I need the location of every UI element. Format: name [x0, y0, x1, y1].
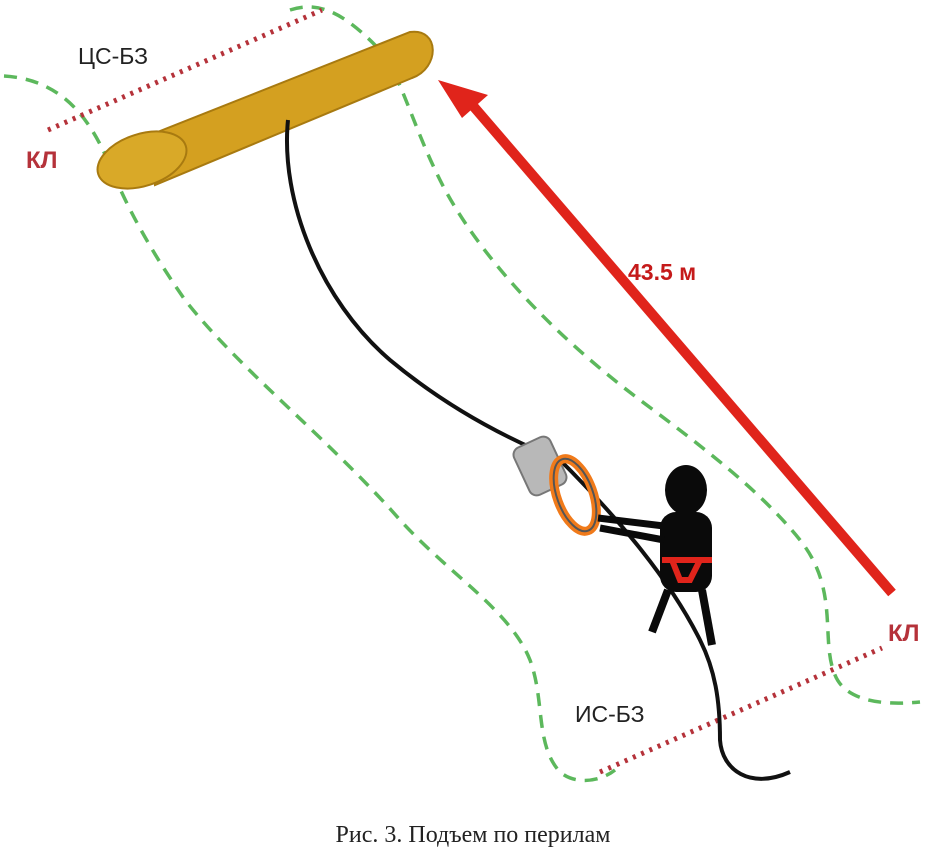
distance-arrow-shaft [464, 96, 896, 597]
bottom-line-label: КЛ [888, 620, 920, 647]
log-anchor [96, 30, 434, 190]
left-dashed-boundary [3, 74, 617, 783]
bottom-control-line [598, 645, 884, 775]
bottom-zone-label: ИС-БЗ [575, 701, 645, 727]
distance-arrow-head [438, 80, 488, 118]
top-line-label: КЛ [26, 147, 58, 174]
ascender-icon [512, 435, 601, 536]
top-zone-label: ЦС-БЗ [78, 43, 148, 69]
figure-caption: Рис. 3. Подъем по перилам [336, 822, 611, 848]
climber-figure [597, 465, 716, 646]
distance-label: 43.5 м [628, 259, 696, 285]
